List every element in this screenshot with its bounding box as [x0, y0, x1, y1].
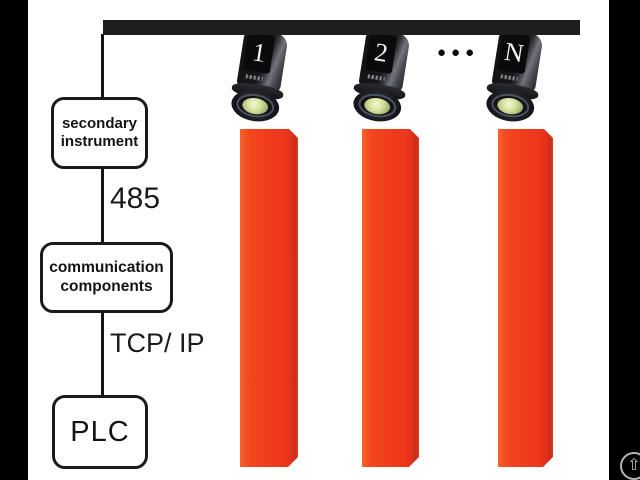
- camera-2-assembly: 2: [347, 28, 417, 128]
- camera-number-label: 1: [250, 37, 268, 68]
- communication-components-label: communication components: [49, 258, 164, 295]
- camera-number-plate: 2: [364, 32, 398, 74]
- camera-2: 2: [351, 28, 416, 125]
- hot-billet-3: [498, 129, 553, 467]
- hot-billet-1: [240, 129, 298, 467]
- camera-n: N: [484, 28, 549, 125]
- hot-billet-2: [362, 129, 419, 467]
- camera-1-assembly: 1: [225, 28, 295, 128]
- camera-vents: [367, 74, 385, 81]
- camera-1: 1: [229, 28, 294, 125]
- camera-number-plate: 1: [242, 32, 276, 74]
- plc-label: PLC: [70, 415, 130, 448]
- back-to-top-icon[interactable]: ⇧: [620, 452, 640, 480]
- camera-number-label: 2: [372, 37, 390, 68]
- camera-n-assembly: N: [480, 28, 550, 128]
- camera-vents: [245, 74, 263, 81]
- communication-components-box: communication components: [40, 242, 173, 313]
- tcp-ip-label: TCP/ IP: [110, 328, 205, 358]
- connector-line: [101, 34, 104, 396]
- plc-box: PLC: [52, 395, 148, 469]
- overhead-rail: [103, 20, 580, 35]
- secondary-instrument-box: secondary instrument: [51, 97, 148, 169]
- secondary-instrument-label: secondary instrument: [60, 115, 139, 150]
- camera-number-plate: N: [497, 32, 531, 74]
- camera-vents: [500, 74, 518, 81]
- ellipsis-dots-icon: ●●●: [437, 44, 480, 61]
- left-black-strip: [0, 0, 28, 480]
- right-black-strip: [609, 0, 640, 480]
- serial-485-label: 485: [110, 182, 161, 215]
- camera-number-label: N: [502, 36, 526, 69]
